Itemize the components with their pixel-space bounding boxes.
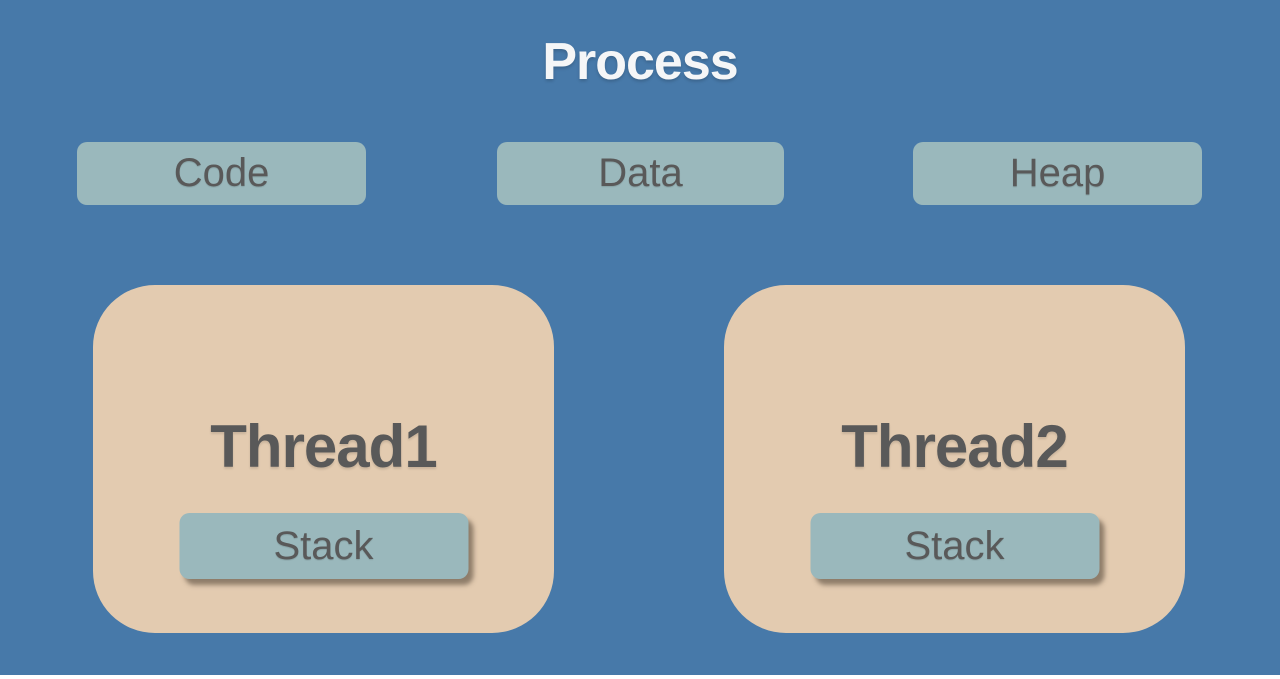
data-segment-box: Data xyxy=(497,142,784,205)
thread1-label: Thread1 xyxy=(210,413,437,480)
data-segment-label: Data xyxy=(598,151,683,195)
code-segment-box: Code xyxy=(77,142,366,205)
code-segment-label: Code xyxy=(173,151,270,195)
thread2-label: Thread2 xyxy=(841,413,1068,480)
thread2-stack-box: Stack xyxy=(810,513,1099,579)
thread1-box: Thread1 Stack xyxy=(93,285,554,633)
process-title: Process xyxy=(542,33,738,91)
heap-segment-label: Heap xyxy=(1009,151,1106,195)
thread1-stack-box: Stack xyxy=(179,513,468,579)
thread2-box: Thread2 Stack xyxy=(724,285,1185,633)
bottom-edge-strip xyxy=(0,675,1280,677)
thread2-stack-label: Stack xyxy=(904,523,1005,568)
thread1-stack-label: Stack xyxy=(273,523,374,568)
heap-segment-box: Heap xyxy=(913,142,1202,205)
